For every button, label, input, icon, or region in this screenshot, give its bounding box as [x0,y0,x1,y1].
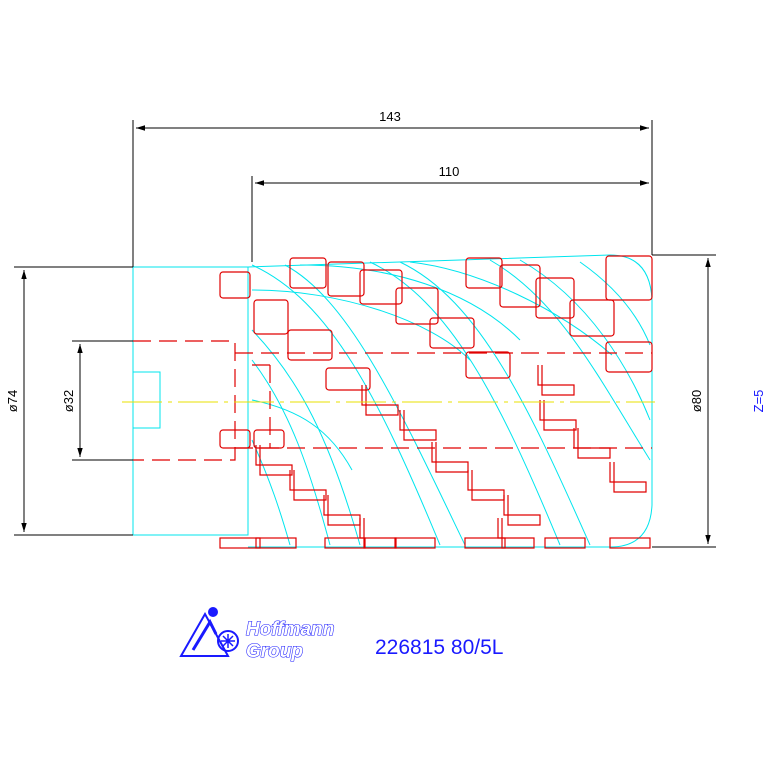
insert-blade [255,445,293,476]
insert-blade [465,257,503,289]
insert-blade [503,495,541,526]
cutter-body-outline [132,254,653,548]
insert-blade [609,537,651,549]
insert-blade [359,269,403,305]
hub-keyway [133,371,161,429]
insert-blade [219,537,261,549]
insert-blade [289,470,327,501]
insert-blade [324,537,366,549]
insert-blade [497,518,535,549]
bore-diameter-label: ø32 [61,390,76,412]
brand-name-line2: Group [246,641,303,662]
hub-outline [132,266,249,536]
insert-blades [219,255,653,549]
insert-blade [325,367,371,391]
insert-blade [287,329,333,361]
hub-diameter-label: ø74 [5,390,20,412]
insert-blade [464,537,506,549]
overall-length-label: 143 [379,109,401,124]
insert-blade [394,537,436,549]
insert-blade [323,495,361,526]
insert-blade [467,470,505,501]
insert-blade [255,537,297,549]
insert-blade [395,287,439,325]
insert-blade [605,255,653,301]
insert-blade [327,261,365,297]
insert-blade [569,299,615,337]
cutting-length-label: 110 [439,164,460,179]
insert-blade [499,264,541,308]
dimensions: 143 110 ø74 ø32 ø80 [5,109,716,548]
part-number: 226815 80/5L [375,636,503,659]
insert-blade [253,429,285,449]
insert-blade [605,341,653,373]
helical-flutes [251,259,651,546]
insert-blade [431,442,469,473]
insert-blade [359,518,397,549]
insert-blade [289,257,327,289]
insert-blade [253,299,289,335]
insert-blade [609,462,647,493]
insert-blade [544,537,586,549]
insert-blade [537,365,575,396]
insert-blade [465,351,511,379]
insert-blade [399,410,437,441]
tooth-count-label: Z=5 [751,390,766,413]
insert-blade [535,277,575,319]
insert-blade [429,317,475,349]
insert-blade [219,429,251,449]
brand-name-line1: Hoffmann [246,619,334,640]
hoffmann-logo-icon [179,607,239,657]
cutting-diameter-label: ø80 [689,390,704,412]
insert-blade [539,400,577,431]
insert-blade [573,428,611,459]
insert-blade [219,271,251,299]
